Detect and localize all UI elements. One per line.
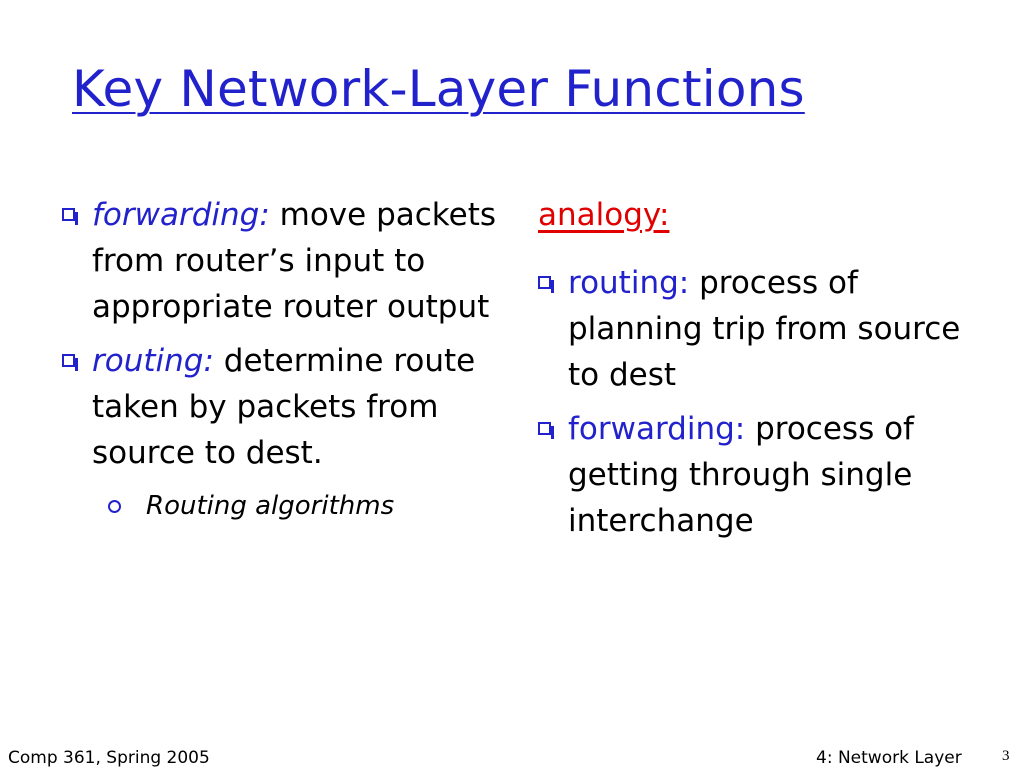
bullet-term: forwarding: <box>568 411 746 447</box>
bullet-text: process of getting through single interc… <box>568 411 914 539</box>
right-column: analogy: routing: process of planning tr… <box>538 192 978 552</box>
checkbox-bullet-icon <box>62 354 78 371</box>
checkbox-bullet-icon <box>538 276 554 293</box>
footer-course: Comp 361, Spring 2005 <box>8 748 210 768</box>
bullet-term: routing: <box>568 265 690 301</box>
bullet-forwarding: forwarding: move packets from router’s i… <box>62 192 502 330</box>
left-column: forwarding: move packets from router’s i… <box>62 192 502 526</box>
sub-bullet-text: Routing algorithms <box>146 491 395 521</box>
slide-title: Key Network-Layer Functions <box>72 60 805 118</box>
sub-bullet-routing-algorithms: Routing algorithms <box>108 486 502 526</box>
checkbox-bullet-icon <box>62 208 78 225</box>
circle-bullet-icon <box>108 500 121 513</box>
bullet-text: move packets from router’s input to appr… <box>92 197 497 325</box>
footer-chapter: 4: Network Layer <box>816 748 962 768</box>
bullet-text: determine route taken by packets from so… <box>92 343 476 471</box>
bullet-routing: routing: determine route taken by packet… <box>62 338 502 476</box>
bullet-analogy-routing: routing: process of planning trip from s… <box>538 260 978 398</box>
page-number: 3 <box>1002 748 1010 764</box>
bullet-analogy-forwarding: forwarding: process of getting through s… <box>538 406 978 544</box>
bullet-term: forwarding: <box>92 197 270 233</box>
analogy-heading: analogy: <box>538 197 670 233</box>
bullet-term: routing: <box>92 343 214 379</box>
checkbox-bullet-icon <box>538 422 554 439</box>
bullet-text: process of planning trip from source to … <box>568 265 961 393</box>
